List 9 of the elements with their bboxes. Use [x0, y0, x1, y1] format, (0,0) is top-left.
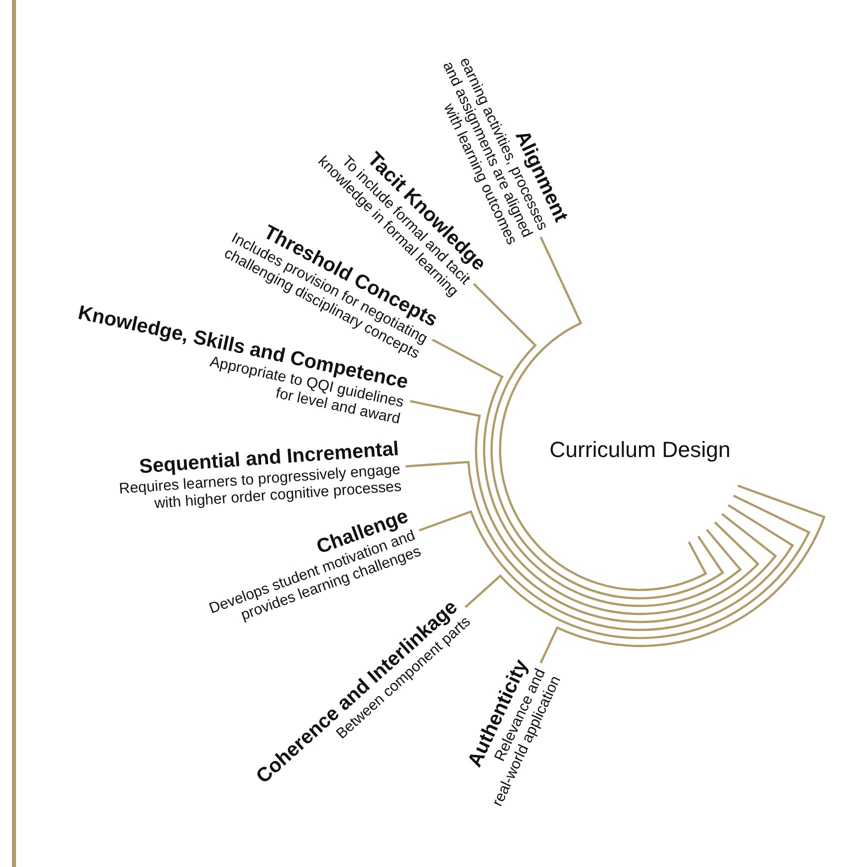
connector-arc — [418, 504, 794, 631]
center-title: Curriculum Design — [550, 437, 730, 463]
connector-arc — [499, 236, 707, 591]
connector-arc — [432, 338, 742, 607]
connector-arc — [464, 494, 810, 639]
connector-arc — [540, 484, 826, 664]
connector-arc — [406, 460, 777, 623]
connector-arc — [410, 400, 760, 615]
connector-arc — [473, 283, 724, 600]
